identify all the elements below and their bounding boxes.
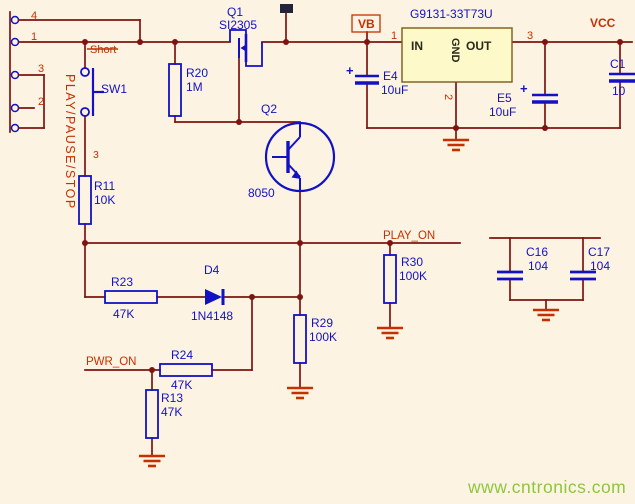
c16-value: 104 [528,259,548,273]
r29-value: 100K [309,330,337,344]
net-vb-label: VB [358,17,375,31]
diode-d4-symbol [205,289,225,305]
short-note: Short [90,44,116,56]
regulator-pin-num-in: 1 [391,30,397,42]
c16-ref: C16 [526,245,548,259]
r23-value: 47K [113,307,134,321]
sw1-ref: SW1 [101,82,127,96]
e5-ref: E5 [497,91,512,105]
regulator-pin-out: OUT [466,39,492,53]
c-right-value: 10 [612,84,626,98]
capacitor-c-right-symbol [609,72,635,83]
q2-ref: Q2 [261,102,277,116]
e5-value: 10uF [489,105,516,119]
resistor-r30-symbol [383,254,397,304]
regulator-body [401,27,513,83]
r30-value: 100K [399,269,427,283]
r11-value: 10K [94,193,115,207]
capacitor-c16-symbol [497,270,523,281]
resistor-r13-symbol [145,389,159,439]
resistor-r20-symbol [168,63,182,117]
transistor-q2-symbol [264,121,336,193]
wire-3-label: 3 [93,149,99,161]
mosfet-q1-symbol [229,29,263,67]
net-vb-box [351,14,381,33]
e4-ref: E4 [383,69,398,83]
ground-icon [377,326,403,340]
connector-pin-label: 1 [31,31,37,43]
ground-icon [533,308,559,322]
ground-icon [443,138,469,152]
r24-ref: R24 [171,348,193,362]
e5-polarity: + [520,81,528,96]
net-pwr-on-label: PWR_ON [86,356,136,368]
r20-value: 1M [186,80,203,94]
r23-ref: R23 [111,275,133,289]
c-right-ref: C1 [610,57,626,71]
resistor-r23-symbol [104,290,158,304]
e4-value: 10uF [381,83,408,97]
net-play-pause-stop-label: PLAY/PAUSE/STOP [63,74,77,210]
resistor-r29-symbol [293,314,307,364]
connector-pin-label: 3 [38,63,44,75]
connector-pin-label: 4 [31,10,37,22]
ground-icon [287,386,313,400]
capacitor-c17-symbol [570,270,596,281]
e4-polarity: + [346,63,354,78]
regulator-pin-gnd: GND [449,38,461,63]
d4-ref: D4 [204,263,220,277]
net-play-on-label: PLAY_ON [383,230,435,242]
r13-value: 47K [161,405,182,419]
r11-ref: R11 [94,179,115,193]
q2-value: 8050 [248,186,275,200]
watermark: www.cntronics.com [467,477,626,497]
r13-ref: R13 [161,391,183,405]
offpage-pad [280,4,293,13]
q1-ref: Q1 [227,5,243,19]
r30-ref: R30 [401,255,423,269]
regulator-part-label: G9131-33T73U [410,7,493,21]
regulator-pin-in: IN [411,39,423,53]
ground-icon [139,454,165,468]
c17-ref: C17 [588,245,610,259]
connector-pin-label: 2 [38,96,44,108]
capacitor-e5-symbol [532,93,558,104]
regulator-pin-num-out: 3 [527,30,533,42]
d4-value: 1N4148 [191,309,233,323]
junction-dots [82,39,623,373]
resistor-r24-symbol [159,363,213,377]
capacitor-e4-symbol [355,74,379,85]
net-vcc-label: VCC [590,16,616,30]
regulator-pin-num-gnd: 2 [442,94,454,100]
r24-value: 47K [171,378,192,392]
resistor-r11-symbol [78,175,92,225]
pushbutton-sw1-symbol [80,67,104,117]
c17-value: 104 [590,259,610,273]
r20-ref: R20 [186,66,208,80]
q1-value: SI2305 [219,18,257,32]
r29-ref: R29 [311,316,333,330]
